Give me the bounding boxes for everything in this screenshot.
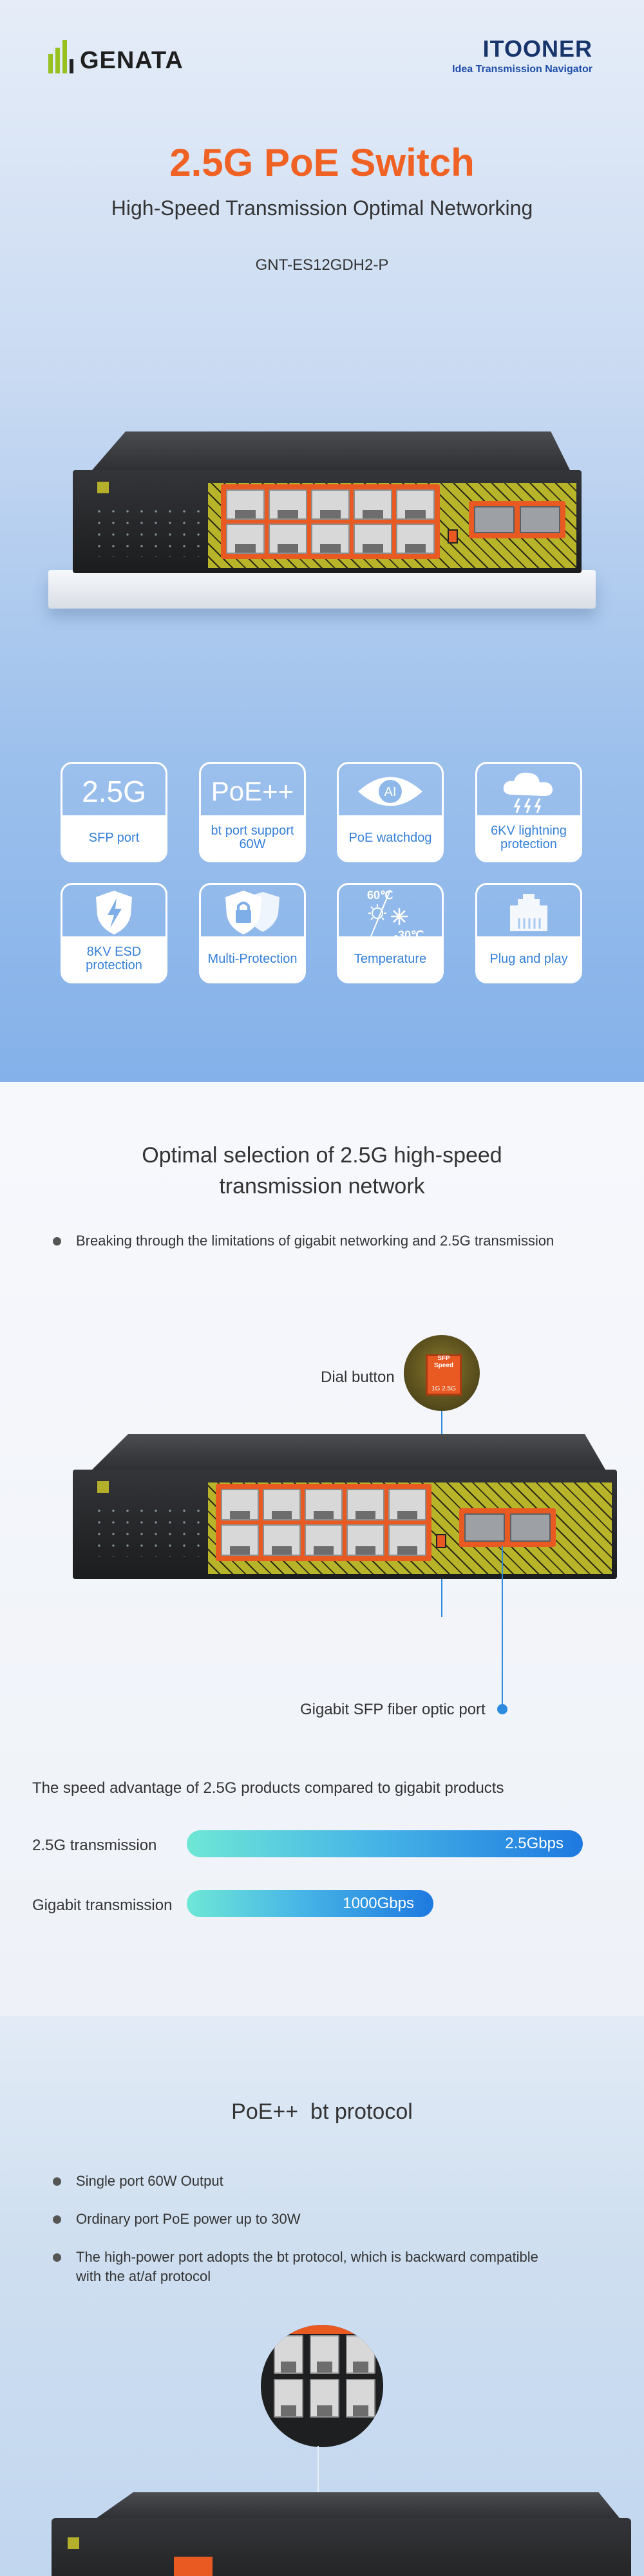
bar-gigabit: 1000Gbps xyxy=(187,1890,433,1917)
dial-switch xyxy=(448,529,458,544)
bar-2-5g: 2.5Gbps xyxy=(187,1830,583,1857)
status-leds xyxy=(92,506,202,557)
shield-lock-icon xyxy=(225,891,279,934)
bullet-item: The high-power port adopts the bt protoc… xyxy=(53,2248,540,2286)
switch-device xyxy=(73,1434,617,1579)
bullet-dot xyxy=(53,2215,61,2224)
port-zoom-circle xyxy=(261,2325,383,2447)
bullet-text: Ordinary port PoE power up to 30W xyxy=(76,2211,301,2227)
feature-label: PoE watchdog xyxy=(339,815,442,860)
section-title-line1: Optimal selection of 2.5G high-speed xyxy=(142,1143,502,1168)
sfp-port-label: Gigabit SFP fiber optic port xyxy=(300,1701,486,1718)
feature-tile-multi-protection: Multi-Protection xyxy=(199,883,306,983)
sfp-callout-dot xyxy=(497,1704,507,1714)
section-title: PoE++ bt protocol xyxy=(231,2099,413,2124)
dial-zoom-title: SFP Speed xyxy=(433,1355,453,1369)
bullet-text: Single port 60W Output xyxy=(76,2173,223,2189)
model-number: GNT-ES12GDH2-P xyxy=(255,256,389,274)
section-title-line2: transmission network xyxy=(219,1174,425,1198)
product-image xyxy=(48,425,596,618)
ai-eye-icon: AI xyxy=(358,777,422,806)
bullet-item: Ordinary port PoE power up to 30W xyxy=(53,2210,617,2229)
section-title: Optimal selection of 2.5G high-speed tra… xyxy=(0,1140,644,1202)
bullet-dot xyxy=(53,2253,61,2262)
comparison-title: The speed advantage of 2.5G products com… xyxy=(32,1779,504,1797)
sfp-ports xyxy=(459,1508,556,1547)
poe-bt-section: PoE++ bt protocol Single port 60W Output… xyxy=(0,2016,644,2576)
feature-label: SFP port xyxy=(62,815,166,860)
shield-bolt-icon xyxy=(96,891,132,934)
page-subtitle: High-Speed Transmission Optimal Networki… xyxy=(111,196,533,220)
bar-value: 2.5Gbps xyxy=(505,1835,564,1852)
ai-text: AI xyxy=(384,785,397,799)
feature-label: Temperature xyxy=(339,936,442,981)
hero-section: GENATA ITOONER Idea Transmission Navigat… xyxy=(0,0,644,1082)
bullet-item: Single port 60W Output xyxy=(53,2172,617,2191)
bar-label-gigabit: Gigabit transmission xyxy=(32,1897,173,1914)
feature-label: Multi-Protection xyxy=(201,936,304,981)
dial-button-label: Dial button xyxy=(321,1368,395,1386)
ethernet-ports xyxy=(221,484,440,559)
dial-zoom-sub: 1G 2.5G xyxy=(431,1385,456,1392)
bullet-text: The high-power port adopts the bt protoc… xyxy=(76,2249,538,2284)
bullet-text: Breaking through the limitations of giga… xyxy=(76,1233,554,1249)
switch-device xyxy=(73,431,582,573)
genata-logo-text: GENATA xyxy=(80,47,184,74)
feature-tile-lightning: 6KV lightning protection xyxy=(475,762,582,862)
bullet-dot xyxy=(53,1237,61,1245)
feature-tile-sfp: 2.5G SFP port xyxy=(61,762,167,862)
dial-switch xyxy=(436,1534,446,1548)
ethernet-ports xyxy=(216,1484,431,1561)
genata-logo-icon xyxy=(48,40,73,73)
feature-poe-text: PoE++ xyxy=(211,776,294,806)
status-leds xyxy=(92,1505,202,1557)
network-port-icon xyxy=(510,894,547,931)
feature-tile-temperature: 60℃ -30℃ Temperature xyxy=(337,883,444,983)
feature-label: 8KV ESD protection xyxy=(62,936,166,981)
feature-label: 6KV lightning protection xyxy=(477,815,580,860)
switch-device xyxy=(52,2492,631,2576)
itooner-logo-text: ITOONER xyxy=(482,35,592,62)
feature-tile-esd: 8KV ESD protection xyxy=(61,883,167,983)
temp-high-text: 60℃ xyxy=(367,889,393,902)
itooner-tagline: Idea Transmission Navigator xyxy=(452,64,592,75)
bar-value: 1000Gbps xyxy=(343,1895,414,1912)
feature-label: Plug and play xyxy=(477,936,580,981)
feature-tile-plug-and-play: Plug and play xyxy=(475,883,582,983)
feature-tile-watchdog: AI PoE watchdog xyxy=(337,762,444,862)
feature-label: bt port support 60W xyxy=(201,815,304,860)
page-title: 2.5G PoE Switch xyxy=(169,141,475,184)
sfp-callout-line xyxy=(502,1546,503,1710)
dial-zoom-circle: SFP Speed 1G 2.5G xyxy=(404,1335,480,1411)
speed-section: Optimal selection of 2.5G high-speed tra… xyxy=(0,1082,644,2016)
genata-logo: GENATA xyxy=(48,40,184,73)
sfp-ports xyxy=(469,501,565,538)
bullet-dot xyxy=(53,2177,61,2186)
itooner-logo: ITOONER Idea Transmission Navigator xyxy=(452,35,592,75)
bar-label-2-5g: 2.5G transmission xyxy=(32,1837,157,1854)
feature-tile-poe: PoE++ bt port support 60W xyxy=(199,762,306,862)
cloud-lightning-icon xyxy=(503,772,553,813)
bullet-item: Breaking through the limitations of giga… xyxy=(53,1231,617,1251)
feature-2-5g-text: 2.5G xyxy=(82,775,146,808)
pedestal xyxy=(48,570,596,609)
temperature-icon: 60℃ -30℃ xyxy=(367,889,424,940)
